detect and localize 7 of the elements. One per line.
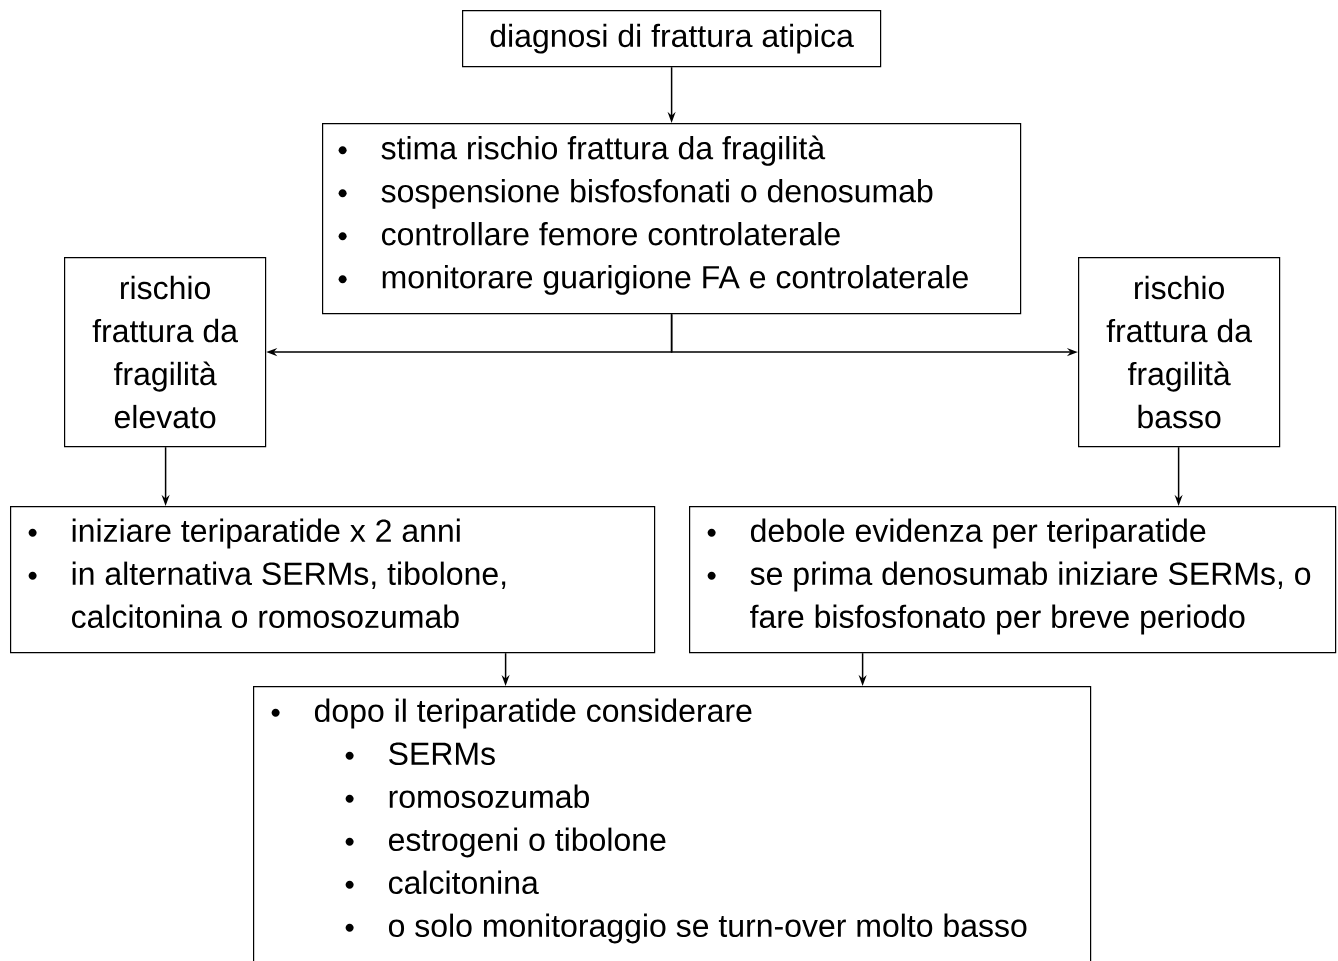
bullet-list-box: dopo il teriparatide considerare SERMs romosozumab estrogeni o tibolone calcitonina o solo monitoraggio se turn-over molto basso [253, 686, 1092, 961]
process-box: diagnosi di frattura atipica [462, 10, 882, 68]
bullet-list-box: iniziare teriparatide x 2 anni in alternativa SERMs, tibolone, calcitonina o romosozumab [10, 506, 656, 654]
bullet-list-box: stima rischio frattura da fragilità sospensione bisfosfonati o denosumab controllare femore controlaterale monitorare guarigione FA e controlaterale [322, 123, 1022, 315]
process-box: rischio frattura da fragilità elevato [64, 257, 267, 448]
process-box: rischio frattura da fragilità basso [1078, 257, 1281, 448]
bullet-list-box: debole evidenza per teriparatide se prima denosumab iniziare SERMs, o fare bisfosfonato per breve periodo [689, 506, 1337, 654]
